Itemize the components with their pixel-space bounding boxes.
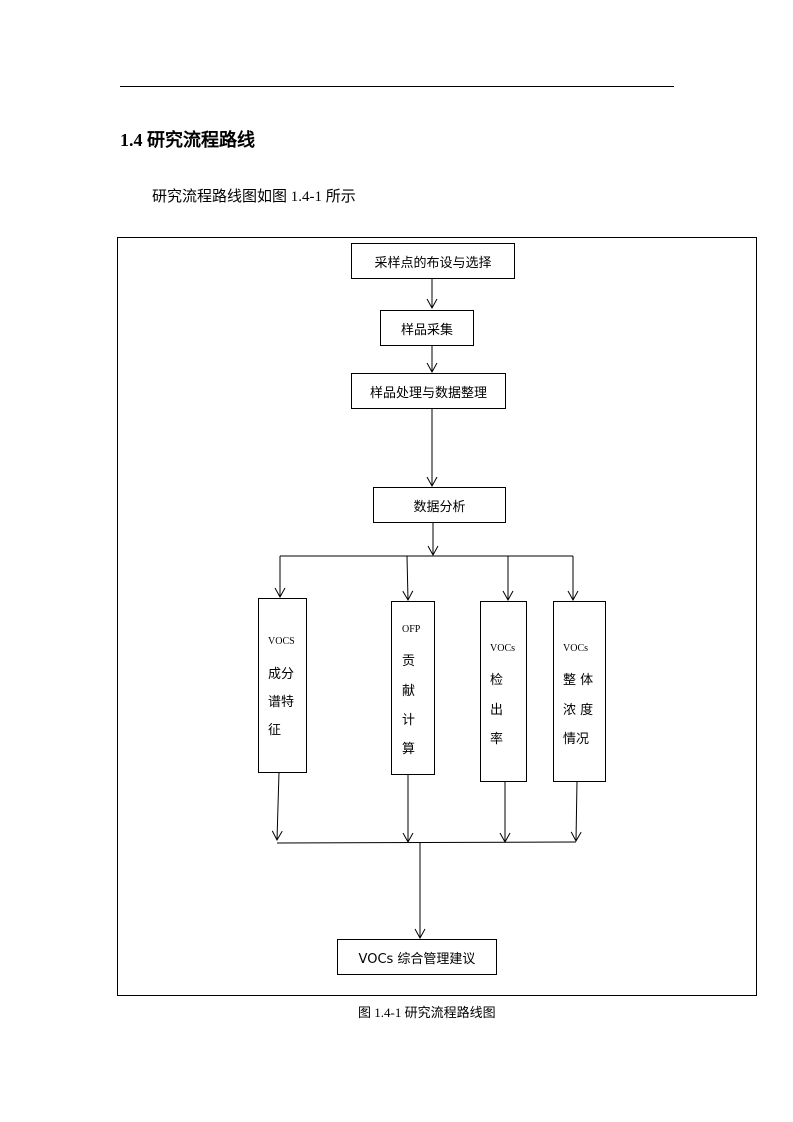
step-sampling-site: 采样点的布设与选择 [351, 243, 515, 279]
step-management-advice: VOCs 综合管理建议 [337, 939, 497, 975]
branch-tag: VOCs [563, 643, 589, 654]
branch-line: 算 [402, 742, 416, 757]
figure-caption: 图 1.4-1 研究流程路线图 [358, 1005, 496, 1020]
branch-composition: VOCS 成分 谱特 征 [258, 598, 307, 773]
branch-line: 征 [268, 723, 282, 738]
branch-line: 浓 度 [563, 703, 594, 718]
branch-line: 出 [490, 703, 504, 718]
arrow-to-branch-2 [402, 555, 414, 602]
branch-line: 谱特 [268, 695, 295, 710]
branch-line: 献 [402, 684, 416, 699]
branch-line: 贡 [402, 654, 416, 669]
step-data-analysis: 数据分析 [373, 487, 506, 523]
branch-line: 成分 [268, 667, 295, 682]
branch-tag: VOCs [490, 643, 516, 654]
header-rule [120, 86, 674, 87]
branch-tag: VOCS [268, 636, 295, 647]
step-sample-collection: 样品采集 [380, 310, 474, 346]
branch-ofp: OFP 贡 献 计 算 [391, 601, 435, 775]
branch-line: 率 [490, 732, 504, 747]
step-sample-processing: 样品处理与数据整理 [351, 373, 506, 409]
branch-line: 情况 [563, 732, 590, 747]
merge-bus [276, 841, 577, 844]
figure-frame [117, 237, 757, 996]
branch-line: 计 [402, 713, 416, 728]
arrow-from-branch-1 [271, 771, 283, 842]
arrow-from-branch-4 [570, 780, 582, 843]
section-heading: 1.4 研究流程路线 [120, 130, 255, 150]
branch-line: 检 [490, 673, 504, 688]
intro-paragraph: 研究流程路线图如图 1.4-1 所示 [152, 189, 356, 205]
branch-detection-rate: VOCs 检 出 率 [480, 601, 527, 782]
branch-tag: OFP [402, 624, 421, 635]
branch-overall-concentration: VOCs 整 体 浓 度 情况 [553, 601, 606, 782]
branch-line: 整 体 [563, 673, 594, 688]
